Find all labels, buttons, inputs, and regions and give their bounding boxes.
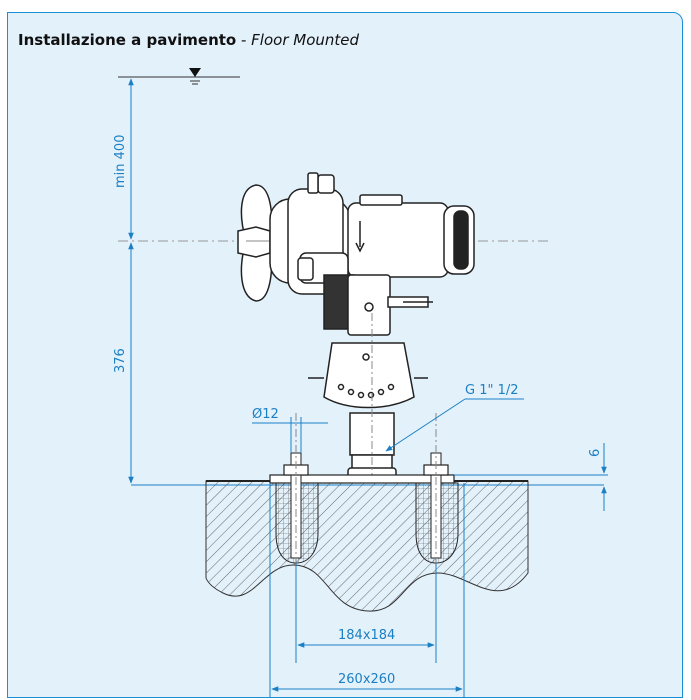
bolt-spacing-dimension: 184x184: [295, 563, 437, 663]
water-level-symbol: [118, 68, 240, 85]
title-separator: -: [236, 31, 252, 49]
diagram-title: Installazione a pavimento - Floor Mounte…: [18, 31, 359, 49]
dim-plate-gap: 6: [588, 449, 603, 457]
dim-thread: G 1" 1/2: [465, 383, 519, 398]
title-main: Installazione a pavimento: [18, 31, 237, 49]
dim-height: 376: [113, 348, 128, 373]
concrete-foundation: [205, 474, 529, 612]
mounting-bracket: [308, 274, 433, 483]
plate-gap-dimension: 6: [454, 443, 608, 511]
motor-body: [269, 172, 475, 295]
dim-bolt-spacing: 184x184: [338, 628, 395, 643]
dim-bolt-diameter: Ø12: [252, 407, 279, 422]
anchor-bolt-left: [275, 413, 319, 613]
bolt-diameter-dimension: Ø12: [252, 407, 328, 453]
diagram-frame: Installazione a pavimento - Floor Mounte…: [7, 12, 683, 698]
technical-drawing: min 400 376: [113, 68, 608, 697]
propeller: [237, 184, 273, 302]
dim-min-depth: min 400: [113, 135, 128, 188]
title-sub: Floor Mounted: [251, 31, 360, 49]
thread-callout: G 1" 1/2: [385, 383, 524, 452]
anchor-bolt-right: [415, 413, 459, 613]
dim-base-size: 260x260: [338, 672, 395, 687]
base-size-dimension: 260x260: [269, 483, 465, 697]
